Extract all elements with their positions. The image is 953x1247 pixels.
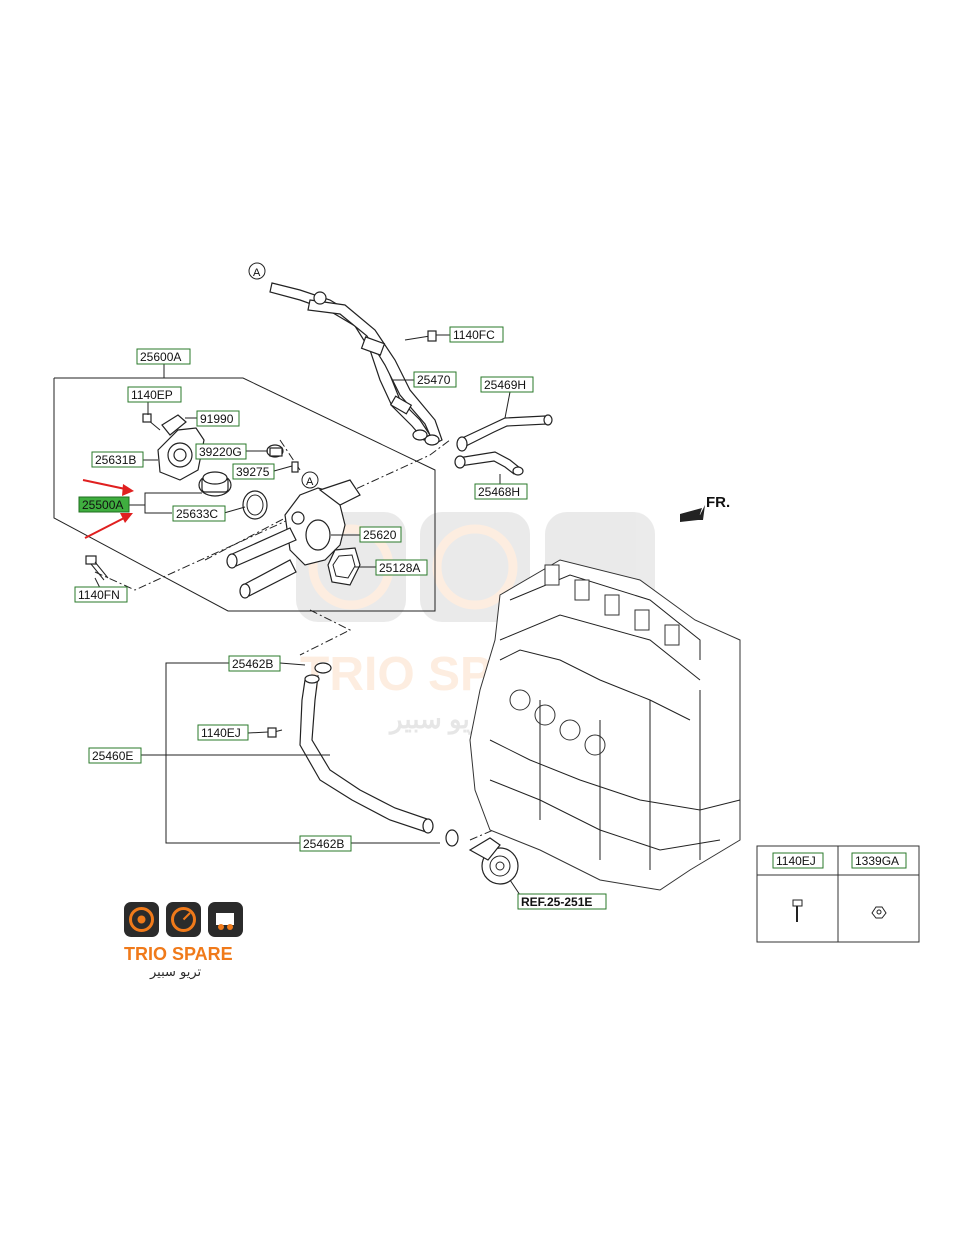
svg-text:25470: 25470 [417, 373, 451, 387]
brand-logo: TRIO SPARE تريو سبير [124, 902, 243, 980]
hose-25469H [456, 414, 553, 452]
marker-a-mid: A [301, 471, 319, 489]
svg-text:1140FC: 1140FC [453, 328, 495, 342]
marker-a-mid-text: A [306, 476, 314, 488]
label-25631B: 25631B [91, 451, 144, 468]
label-25469H: 25469H [480, 376, 534, 393]
svg-text:25462B: 25462B [303, 837, 344, 851]
legend-label-1339GA: 1339GA [851, 852, 907, 869]
bracket-91990 [161, 414, 187, 436]
clip-39275 [291, 461, 299, 473]
housing-25620 [226, 479, 361, 599]
label-25460E: 25460E [88, 747, 142, 764]
svg-text:REF.25-251E: REF.25-251E [521, 895, 592, 909]
front-direction-indicator: FR. [680, 494, 730, 522]
label-25600A: 25600A [136, 348, 191, 365]
label-25128A: 25128A [375, 559, 428, 576]
label-39220G: 39220G [195, 443, 247, 460]
thermostat-25500A [198, 471, 232, 497]
gasket-25128A [327, 547, 361, 586]
hose-25468H [454, 451, 524, 476]
gasket-25633C [242, 490, 268, 520]
svg-text:1339GA: 1339GA [855, 854, 899, 868]
svg-text:25600A: 25600A [140, 350, 181, 364]
bolt-1140FC [404, 330, 437, 342]
brand-logo-arabic: تريو سبير [149, 965, 202, 980]
svg-text:25620: 25620 [363, 528, 397, 542]
svg-text:39220G: 39220G [199, 445, 242, 459]
label-25468H: 25468H [474, 483, 528, 500]
svg-text:25462B: 25462B [232, 657, 273, 671]
label-25470: 25470 [413, 371, 457, 388]
svg-text:39275: 39275 [236, 465, 270, 479]
cover-25631B [157, 427, 205, 481]
label-39275: 39275 [232, 463, 275, 480]
lower-pipe-group [141, 662, 440, 844]
water-pump [468, 837, 519, 885]
front-direction-label: FR. [706, 494, 730, 511]
svg-text:25633C: 25633C [176, 507, 218, 521]
svg-text:25631B: 25631B [95, 453, 136, 467]
hardware-legend-table: 1140EJ 1339GA [756, 845, 920, 943]
label-1140FC: 1140FC [449, 326, 504, 343]
label-25500A: 25500A [78, 496, 130, 513]
bolt-icon [792, 899, 803, 922]
bolt-1140FN [85, 555, 109, 581]
bolt-1140EJ [267, 727, 283, 738]
bolt-1140EP [142, 413, 161, 431]
label-25620: 25620 [359, 526, 402, 543]
svg-text:25128A: 25128A [379, 561, 420, 575]
marker-a-top-text: A [253, 267, 261, 279]
water-pipe-25470 [269, 282, 443, 446]
brand-logo-text: TRIO SPARE [124, 944, 233, 964]
svg-text:91990: 91990 [200, 412, 234, 426]
label-ref-25-251E: REF.25-251E [517, 893, 607, 910]
svg-text:25500A: 25500A [82, 498, 123, 512]
marker-a-top: A [248, 262, 266, 280]
svg-text:1140FN: 1140FN [78, 588, 120, 602]
svg-text:25469H: 25469H [484, 378, 526, 392]
label-91990: 91990 [196, 410, 240, 427]
leader-lines [94, 334, 521, 896]
svg-text:1140EJ: 1140EJ [776, 854, 816, 868]
pipe-25460E [299, 662, 459, 847]
label-25462B-bottom: 25462B [299, 835, 352, 852]
label-1140EP: 1140EP [127, 386, 182, 403]
highlight-arrows [82, 479, 134, 539]
sensor-39220G [266, 444, 284, 458]
label-25633C: 25633C [172, 505, 226, 522]
svg-text:1140EJ: 1140EJ [201, 726, 241, 740]
svg-text:25460E: 25460E [92, 749, 133, 763]
svg-text:25468H: 25468H [478, 485, 520, 499]
svg-text:1140EP: 1140EP [131, 388, 173, 402]
label-25462B-top: 25462B [228, 655, 281, 672]
label-1140EJ: 1140EJ [197, 724, 249, 741]
nut-icon [871, 906, 887, 919]
legend-label-1140EJ: 1140EJ [772, 852, 824, 869]
engine-block-illustration [469, 559, 741, 891]
label-1140FN: 1140FN [74, 586, 128, 603]
